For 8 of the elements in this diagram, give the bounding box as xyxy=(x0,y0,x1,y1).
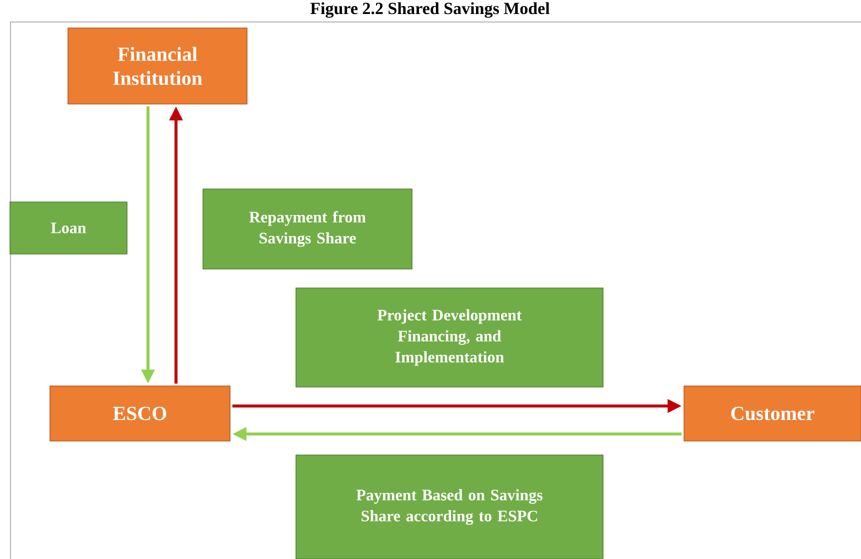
title: Figure 2.2 Shared Savings Model xyxy=(310,2,550,18)
flow-label-box: Repayment from Savings Share xyxy=(202,188,412,270)
entity-box: Customer xyxy=(684,386,861,442)
entity-box: Financial Institution xyxy=(68,28,248,104)
flow-label-box: Payment Based on Savings Share according to ESPC xyxy=(296,454,604,559)
flow-label-box: Project Development Financing, and Implementation xyxy=(296,288,604,388)
flow-label-box: Loan xyxy=(10,202,128,254)
entity-box: ESCO xyxy=(50,386,230,442)
